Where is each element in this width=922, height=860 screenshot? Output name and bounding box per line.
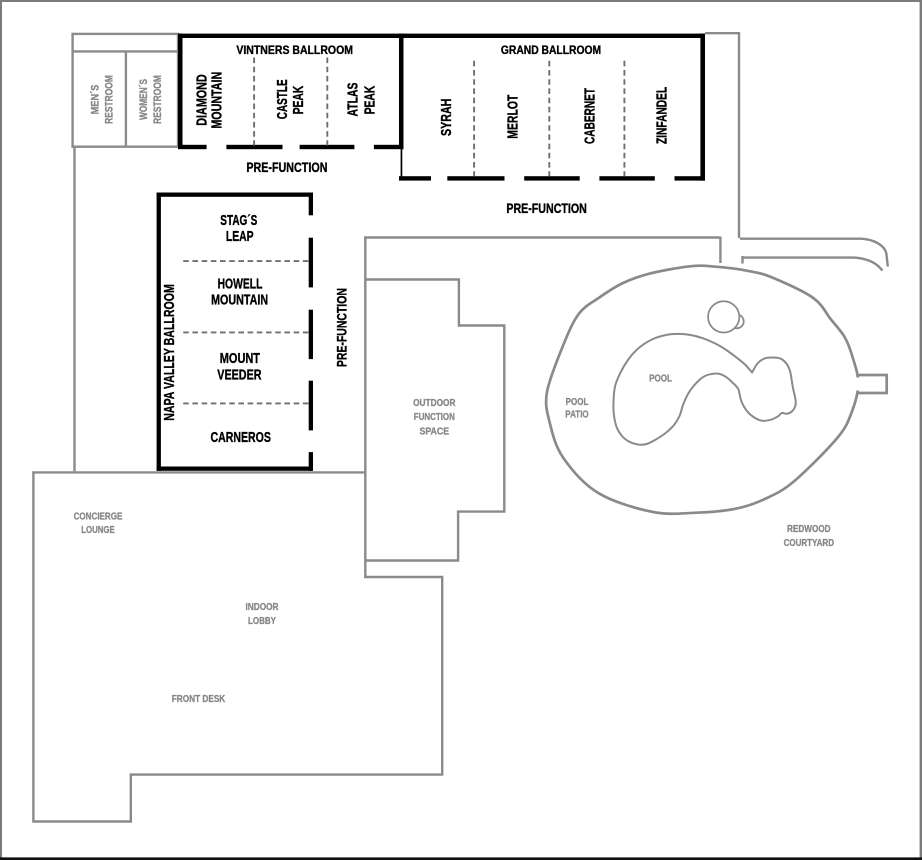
svg-text:CABERNET: CABERNET [583,88,599,144]
svg-text:DIAMOND: DIAMOND [194,74,210,125]
svg-text:CASTLE: CASTLE [275,79,291,119]
svg-text:LEAP: LEAP [226,229,254,245]
svg-text:PRE-FUNCTION: PRE-FUNCTION [246,160,327,175]
svg-text:POOL: POOL [649,374,672,385]
svg-text:REDWOOD: REDWOOD [787,524,831,535]
svg-text:MERLOT: MERLOT [505,95,521,139]
svg-text:HOWELL: HOWELL [218,277,263,293]
svg-text:SPACE: SPACE [419,427,449,438]
svg-text:MOUNT: MOUNT [220,351,260,367]
svg-text:ZINFANDEL: ZINFANDEL [654,87,670,144]
svg-text:WOMEN´S: WOMEN´S [138,79,150,120]
svg-text:POOL: POOL [566,397,589,408]
svg-text:CONCIERGE: CONCIERGE [74,512,123,523]
svg-text:GRAND BALLROOM: GRAND BALLROOM [501,43,601,57]
svg-text:SYRAH: SYRAH [439,99,455,136]
svg-text:LOBBY: LOBBY [248,616,276,627]
svg-text:PATIO: PATIO [565,410,588,421]
svg-text:MOUNTAIN: MOUNTAIN [210,72,226,129]
svg-text:PRE-FUNCTION: PRE-FUNCTION [506,201,587,216]
svg-text:COURTYARD: COURTYARD [784,538,834,549]
svg-text:ATLAS: ATLAS [346,83,362,117]
svg-text:FUNCTION: FUNCTION [414,412,455,423]
svg-text:RESTROOM: RESTROOM [104,75,116,124]
svg-text:CARNEROS: CARNEROS [210,430,271,446]
svg-text:PEAK: PEAK [291,85,307,114]
svg-text:RESTROOM: RESTROOM [152,75,164,124]
svg-text:VINTNERS BALLROOM: VINTNERS BALLROOM [236,43,353,57]
svg-text:FRONT DESK: FRONT DESK [172,694,226,705]
svg-text:NAPA VALLEY BALLROOM: NAPA VALLEY BALLROOM [162,284,178,421]
svg-text:LOUNGE: LOUNGE [81,525,115,536]
svg-text:PEAK: PEAK [362,85,378,114]
svg-text:OUTDOOR: OUTDOOR [413,398,456,409]
svg-text:INDOOR: INDOOR [246,602,280,613]
svg-text:STAG´S: STAG´S [220,213,257,229]
svg-text:MEN´S: MEN´S [90,85,102,115]
svg-text:MOUNTAIN: MOUNTAIN [211,292,268,308]
svg-text:VEEDER: VEEDER [217,368,262,384]
svg-text:PRE-FUNCTION: PRE-FUNCTION [334,288,349,367]
